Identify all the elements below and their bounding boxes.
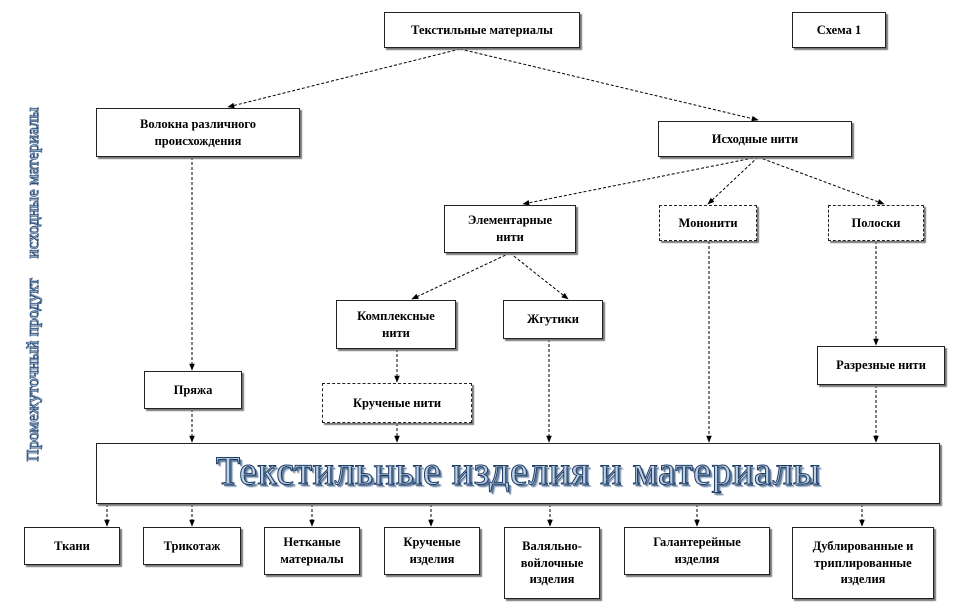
elementary-threads-box: Элементарные нити: [444, 205, 576, 253]
arrow-elementary-to-bundles: [509, 252, 569, 300]
output-fabrics: Ткани: [24, 527, 120, 565]
output-laminated: Дублированные и триплированные изделия: [792, 527, 934, 599]
strips-box: Полоски: [828, 205, 924, 241]
monothreads-box: Мононити: [659, 205, 757, 241]
output-haberdashery: Галантерейные изделия: [624, 527, 770, 575]
source-threads-box: Исходные нити: [658, 121, 852, 157]
bundles-box: Жгутики: [503, 300, 603, 339]
arrow-source-to-elementary: [522, 156, 759, 206]
textile-materials-box: Текстильные материалы: [384, 12, 580, 48]
output-knitwear: Трикотаж: [143, 527, 241, 565]
arrow-materials-to-fibers: [227, 48, 461, 109]
arrow-materials-to-source-threads: [459, 48, 759, 122]
arrow-elementary-to-complex: [411, 252, 511, 300]
side-label-intermediate-product: Промежуточный продукт: [23, 278, 43, 462]
arrow-source-to-strips: [757, 156, 885, 205]
output-nonwoven: Нетканые материалы: [264, 527, 360, 575]
arrow-source-to-mono: [707, 156, 759, 205]
output-felt: Валяльно-войлочные изделия: [504, 527, 600, 599]
scheme-label-box: Схема 1: [792, 12, 886, 48]
products-bar: [96, 443, 940, 504]
complex-threads-box: Комплексные нити: [336, 300, 456, 349]
fibers-box: Волокна различного происхождения: [96, 108, 300, 157]
twisted-threads-box: Крученые нити: [322, 383, 472, 423]
output-twisted-products: Крученые изделия: [384, 527, 480, 575]
side-label-source-materials: исходные материалы: [23, 107, 43, 259]
yarn-box: Пряжа: [144, 371, 242, 409]
cut-threads-box: Разрезные нити: [817, 346, 945, 385]
